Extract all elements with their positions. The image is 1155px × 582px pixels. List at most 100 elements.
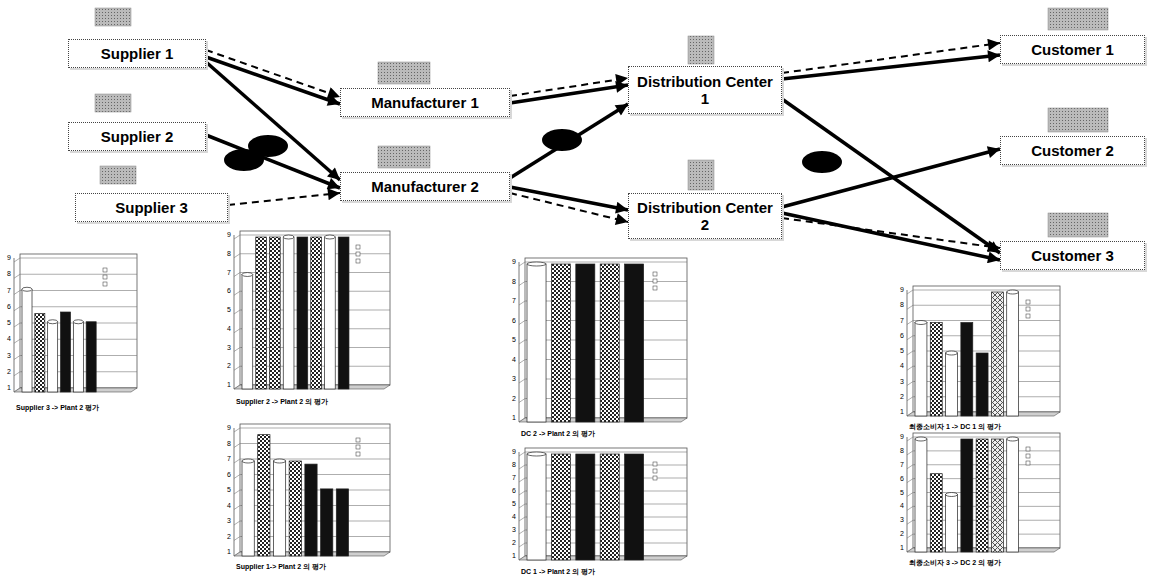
legend-square (356, 252, 360, 256)
axis-tick: 5 (507, 500, 516, 508)
bar-body (991, 439, 1003, 552)
axis-tick: 7 (507, 297, 516, 305)
planned-flow-arrow (510, 193, 628, 222)
bar-body (1007, 292, 1019, 416)
bar-body (551, 454, 570, 560)
chart-bar (600, 454, 619, 560)
bar-body (625, 454, 644, 560)
bar-top (283, 235, 294, 239)
axis-tick: 3 (895, 378, 904, 386)
bar-body (527, 264, 546, 422)
legend-square (653, 286, 657, 290)
planned-flow-arrow (228, 193, 340, 205)
bar-top (946, 351, 958, 355)
chart-bar (289, 461, 301, 556)
chart-bar (338, 237, 349, 389)
legend-square (356, 445, 360, 449)
entity-box: Customer 3 (1000, 241, 1145, 270)
actual-flow-arrow (206, 135, 340, 188)
chart-bar (625, 454, 644, 560)
axis-tick: 2 (2, 368, 11, 376)
bar-body (961, 323, 973, 417)
axis-tick: 3 (895, 516, 904, 524)
axis-tick: 6 (2, 303, 11, 311)
bar-body (930, 323, 942, 417)
grid-line (234, 428, 390, 432)
axis-tick: 9 (507, 448, 516, 456)
chart-bar (991, 292, 1003, 416)
legend-square (103, 268, 107, 272)
axis-tick: 7 (507, 474, 516, 482)
chart-axis (234, 235, 235, 389)
chart-bar (527, 452, 546, 560)
bar-body (311, 237, 322, 389)
axis-tick: 7 (222, 269, 231, 277)
actual-flow-arrow (782, 149, 1000, 207)
entity-label: Customer 2 (1023, 139, 1122, 162)
chart-bar (625, 264, 644, 422)
chart-bar (258, 435, 270, 556)
axis-tick: 9 (222, 424, 231, 432)
axis-tick: 1 (222, 548, 231, 556)
axis-tick: 6 (507, 317, 516, 325)
chart-bar (48, 320, 58, 392)
bar-body (915, 323, 927, 417)
axis-tick: 4 (507, 356, 516, 364)
bar-top (1007, 290, 1019, 294)
axis-tick: 6 (895, 332, 904, 340)
chart-bar (1007, 437, 1019, 552)
bar-top (915, 321, 927, 325)
node-icon (1048, 213, 1108, 237)
bar-body (976, 353, 988, 416)
bar-body (305, 464, 317, 556)
axis-tick: 3 (507, 375, 516, 383)
chart-bar (305, 464, 317, 556)
axis-tick: 2 (222, 362, 231, 370)
bar-top (242, 273, 253, 277)
axis-tick: 8 (895, 301, 904, 309)
chart-title: DC 1 -> Plant 2 의 평가 (521, 568, 595, 576)
entity-box: Customer 2 (1000, 136, 1145, 165)
bar-body (338, 237, 349, 389)
bar-top (242, 459, 254, 463)
bar-body (551, 264, 570, 422)
chart-bar (311, 237, 322, 389)
axis-tick: 1 (895, 408, 904, 416)
actual-flow-arrow (782, 99, 1000, 253)
bar-body (976, 439, 988, 552)
bar-top (48, 320, 58, 324)
entity-box: Manufacturer 2 (340, 172, 510, 201)
evaluation-chart (14, 254, 137, 392)
chart-bar (22, 287, 32, 392)
axis-tick: 8 (895, 447, 904, 455)
entity-label: Customer 3 (1023, 244, 1122, 267)
bar-top (915, 437, 927, 441)
bar-body (258, 435, 270, 556)
axis-tick: 7 (2, 287, 11, 295)
chart-title: DC 2 -> Plant 2 의 평가 (521, 430, 595, 438)
chart-bar (283, 235, 294, 389)
axis-tick: 1 (507, 414, 516, 422)
chart-title: Supplier 3 -> Plant 2 평가 (16, 404, 99, 412)
bar-body (600, 264, 619, 422)
node-icon (100, 166, 136, 184)
chart-bar (270, 237, 281, 389)
bar-body (35, 314, 45, 392)
axis-tick: 4 (222, 502, 231, 510)
axis-tick: 1 (895, 544, 904, 552)
bar-top (325, 235, 336, 239)
bar-body (289, 461, 301, 556)
entity-label: Distribution Center 1 (629, 70, 781, 110)
bar-body (321, 489, 333, 556)
legend-square (1026, 300, 1030, 304)
legend-square (356, 259, 360, 263)
chart-bar (321, 489, 333, 556)
bar-body (946, 495, 958, 553)
chart-bar (527, 262, 546, 422)
axis-tick: 9 (222, 231, 231, 239)
entity-box: Distribution Center 2 (628, 193, 782, 239)
node-icon (95, 94, 131, 112)
